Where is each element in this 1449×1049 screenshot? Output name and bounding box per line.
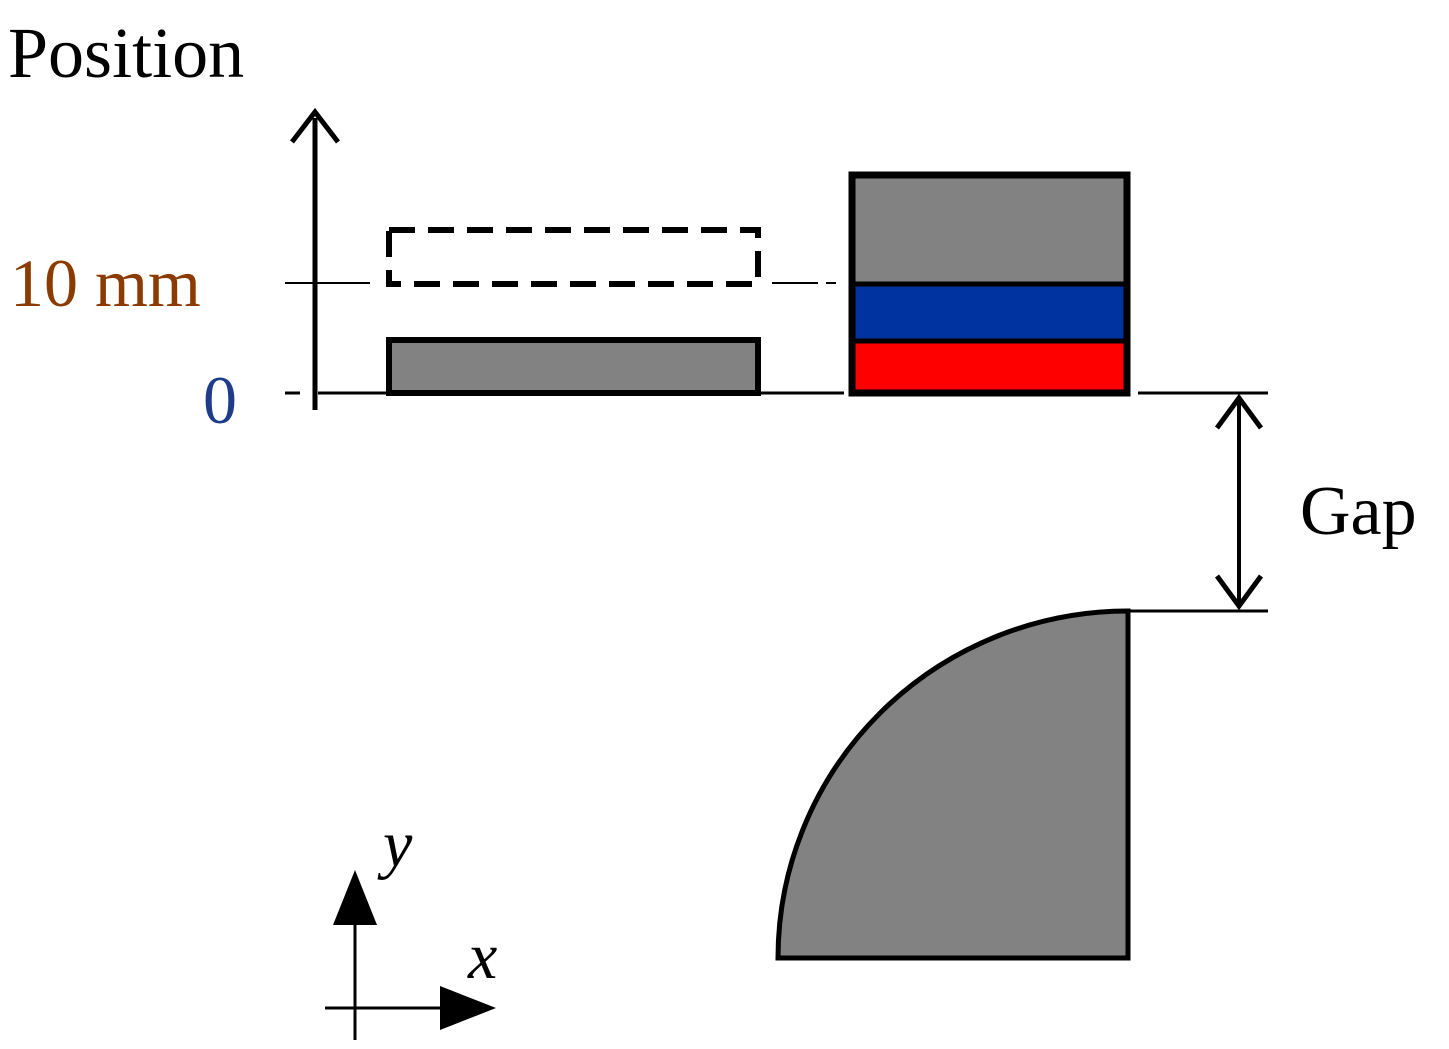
position-axis-arrowhead [290,107,340,144]
tick-label-10mm: 10 mm [10,245,201,321]
coord-y-arrowhead [333,870,377,925]
coord-y-label: y [377,808,413,881]
coord-x-label: x [467,920,497,993]
gap-arrowhead-top [1214,393,1264,430]
stack-red-layer [852,341,1127,393]
dashed-displaced-plate [386,227,761,287]
tick-label-zero: 0 [203,362,237,438]
stack-blue-layer [852,283,1127,341]
quarter-circle-body [775,608,1131,961]
coord-x-arrowhead [440,986,496,1030]
stack-outline [848,171,1131,397]
gap-label: Gap [1300,473,1417,550]
axis-title: Position [8,13,244,93]
stack-gray-layer [852,175,1127,283]
gap-arrowhead-bottom [1214,574,1264,611]
gray-plate [386,337,761,396]
